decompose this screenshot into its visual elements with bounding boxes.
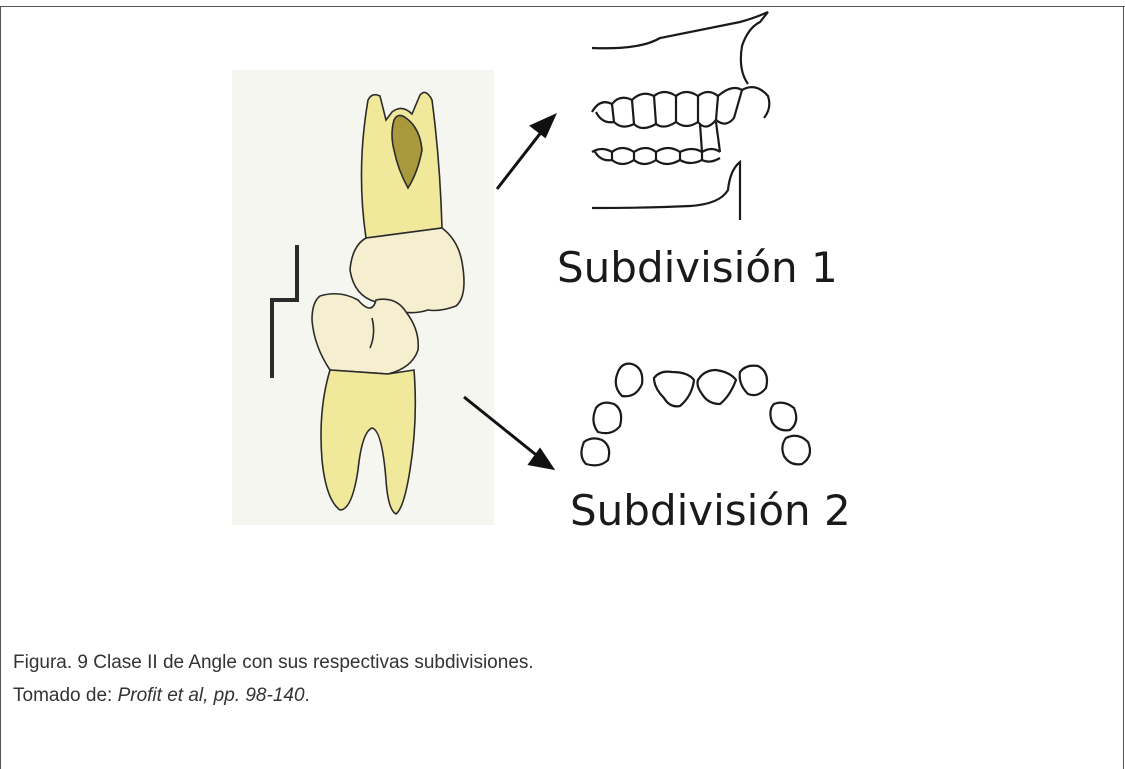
source-prefix: Tomado de: — [13, 685, 118, 706]
subdivision-2-label: Subdivisión 2 — [570, 486, 851, 535]
subdivision-1-occlusion-illustration — [592, 12, 769, 220]
subdivision-1-label: Subdivisión 1 — [557, 243, 838, 292]
figure-caption: Figura. 9 Clase II de Angle con sus resp… — [13, 652, 534, 674]
arrow-to-subdivision-1 — [497, 116, 554, 189]
figure-source-line: Tomado de: Profit et al, pp. 98-140. — [13, 685, 310, 707]
source-reference: Profit et al, pp. 98-140 — [118, 685, 305, 706]
source-suffix: . — [305, 685, 310, 706]
subdivision-2-dental-arch-illustration — [581, 364, 810, 466]
